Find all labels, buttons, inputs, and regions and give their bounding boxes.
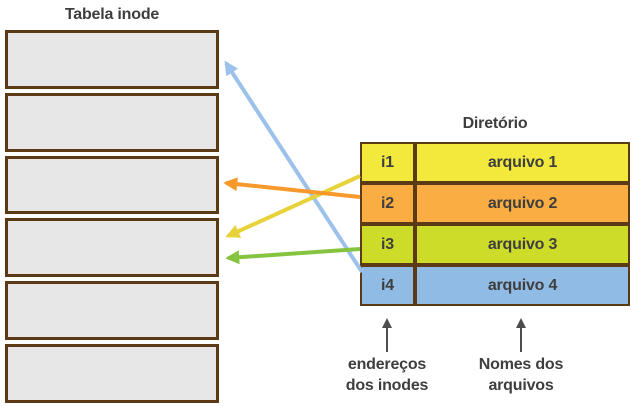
- directory-table: i1 arquivo 1 i2 arquivo 2 i3 arquivo 3 i…: [360, 142, 630, 306]
- inode-addresses-label: endereços dos inodes: [312, 354, 462, 396]
- inode-table-row-6: [5, 344, 219, 403]
- directory-row: i2 arquivo 2: [360, 183, 630, 224]
- file-name-cell: arquivo 3: [415, 224, 630, 265]
- link-arrow-i2-to-inode-row-3: [223, 177, 361, 199]
- file-names-label-line1: Nomes dos: [478, 356, 564, 373]
- inode-address-cell: i3: [360, 224, 415, 265]
- directory-row: i4 arquivo 4: [360, 265, 630, 306]
- inode-table-row-1: [5, 30, 219, 89]
- inode-table-title: Tabela inode: [64, 6, 160, 23]
- directory-title: Diretório: [462, 115, 528, 132]
- file-name-cell: arquivo 2: [415, 183, 630, 224]
- file-name-cell: arquivo 4: [415, 265, 630, 306]
- inode-table-row-3: [5, 155, 219, 215]
- file-name-cell: arquivo 1: [415, 142, 630, 183]
- inode-addresses-label-line1: endereços: [347, 356, 427, 373]
- file-names-label-line2: arquivos: [488, 377, 554, 394]
- link-arrow-i1-to-inode-row-4: [225, 174, 361, 238]
- inode-table-row-2: [5, 92, 219, 152]
- directory-row: i3 arquivo 3: [360, 224, 630, 265]
- inode-table-row-4: [5, 218, 219, 278]
- inode-table: [5, 30, 219, 403]
- directory-row: i1 arquivo 1: [360, 142, 630, 183]
- file-names-label: Nomes dos arquivos: [446, 354, 596, 396]
- inode-addresses-label-line2: dos inodes: [345, 377, 429, 394]
- link-arrow-i3-to-inode-row-4: [225, 247, 361, 265]
- inode-address-cell: i1: [360, 142, 415, 183]
- inode-address-cell: i4: [360, 265, 415, 306]
- inode-table-row-5: [5, 281, 219, 341]
- inode-address-cell: i2: [360, 183, 415, 224]
- link-arrow-i4-to-inode-row-1: [224, 60, 364, 274]
